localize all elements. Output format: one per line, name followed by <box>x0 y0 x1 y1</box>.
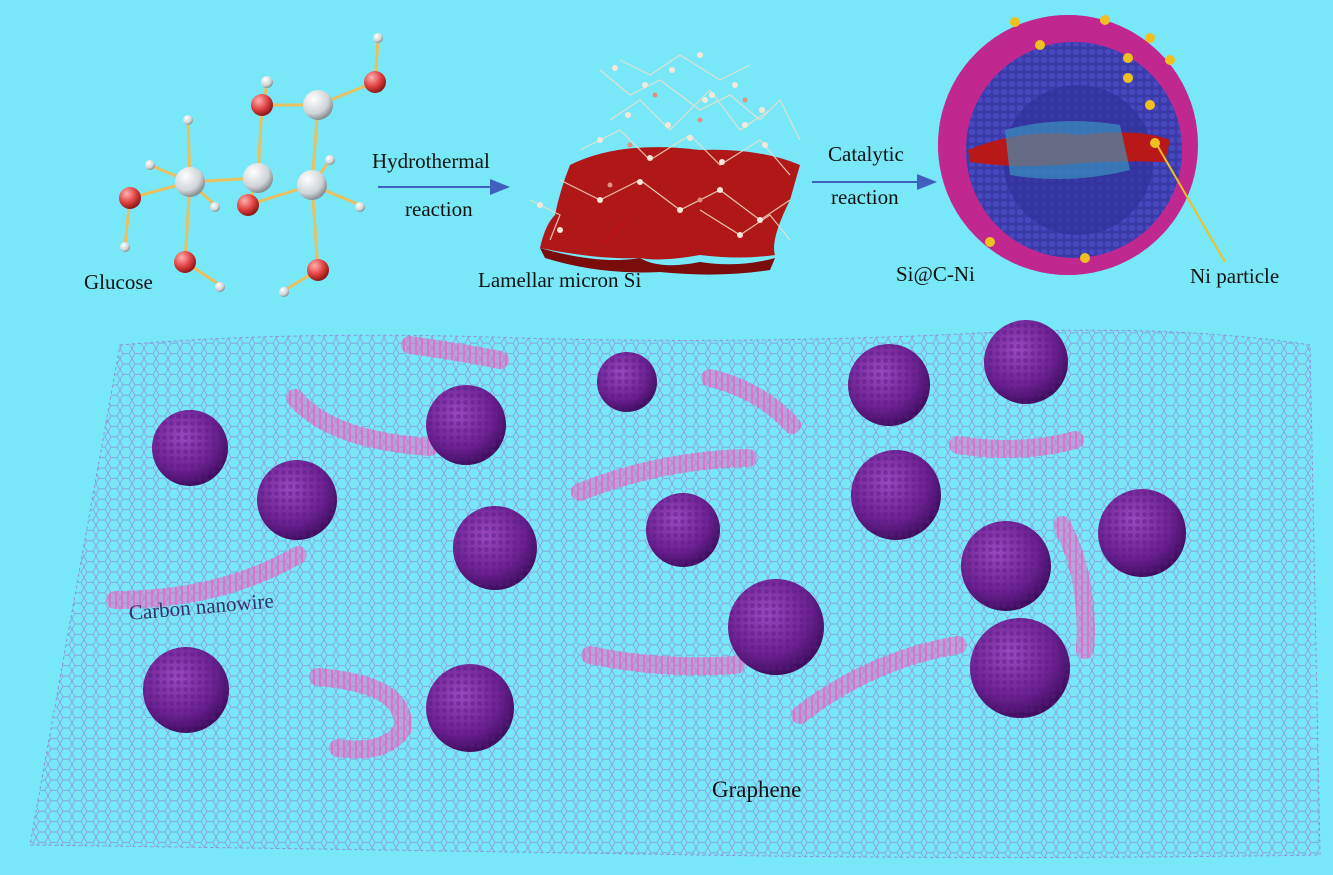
label-glucose: Glucose <box>84 270 153 294</box>
label-catalytic: Catalytic <box>828 142 904 166</box>
sphere-2 <box>257 460 337 540</box>
ni-pointer-line <box>1156 144 1226 263</box>
sphere-9 <box>851 450 941 540</box>
label-graphene: Graphene <box>712 777 802 802</box>
label-ni-particle: Ni particle <box>1190 264 1280 288</box>
sphere-1 <box>152 410 228 486</box>
graphene-sheet <box>29 329 1321 858</box>
sphere-12 <box>728 579 824 675</box>
sphere-8 <box>646 493 720 567</box>
label-hydrothermal: Hydrothermal <box>372 149 490 173</box>
sphere-13 <box>970 618 1070 718</box>
composite-spheres <box>143 320 1186 752</box>
sphere-6 <box>984 320 1068 404</box>
si-c-ni-sphere-icon <box>938 15 1226 275</box>
sphere-14 <box>143 647 229 733</box>
sphere-7 <box>453 506 537 590</box>
sphere-5 <box>848 344 930 426</box>
sphere-4 <box>597 352 657 412</box>
sphere-15 <box>426 664 514 752</box>
sphere-3 <box>426 385 506 465</box>
label-si-c-ni: Si@C-Ni <box>896 262 975 286</box>
glucose-molecule-icon <box>119 33 386 297</box>
label-reaction-1: reaction <box>405 197 473 221</box>
sphere-11 <box>961 521 1051 611</box>
silicon-flake-icon <box>529 52 801 275</box>
carbon-nanowires <box>106 336 1095 759</box>
label-lamellar-si: Lamellar micron Si <box>478 268 642 292</box>
sphere-10 <box>1098 489 1186 577</box>
label-reaction-2: reaction <box>831 185 899 209</box>
